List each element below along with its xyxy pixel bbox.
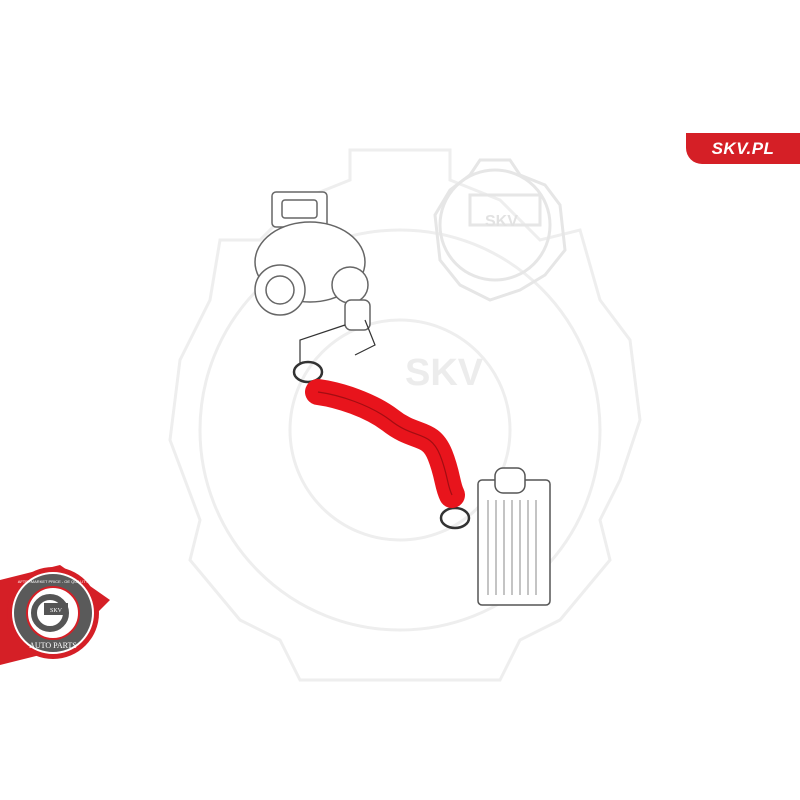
watermark-gear-small [433,158,567,302]
leader-line [299,319,376,365]
watermark-text: SKV [405,352,484,394]
brand-tag: SKV.PL [686,133,800,164]
watermark-gear-large [168,148,642,682]
seal-center-text: SKV [50,608,63,614]
watermark-text-small: SKV [485,213,518,230]
turbocharger-icon [254,191,371,331]
intercooler-icon [477,467,551,606]
seal-top-text: AFTERMARKET PRICE - OE QUALITY [18,579,89,584]
seal-bottom-text: AUTO PARTS [29,641,77,650]
hose-clamp-icon [292,360,471,530]
quality-seal-logo: SKV AUTO PARTS AFTERMARKET PRICE - OE QU… [0,565,110,665]
intercooler-hose [305,379,465,508]
brand-label: SKV.PL [711,138,775,158]
hose-outline [317,391,453,496]
